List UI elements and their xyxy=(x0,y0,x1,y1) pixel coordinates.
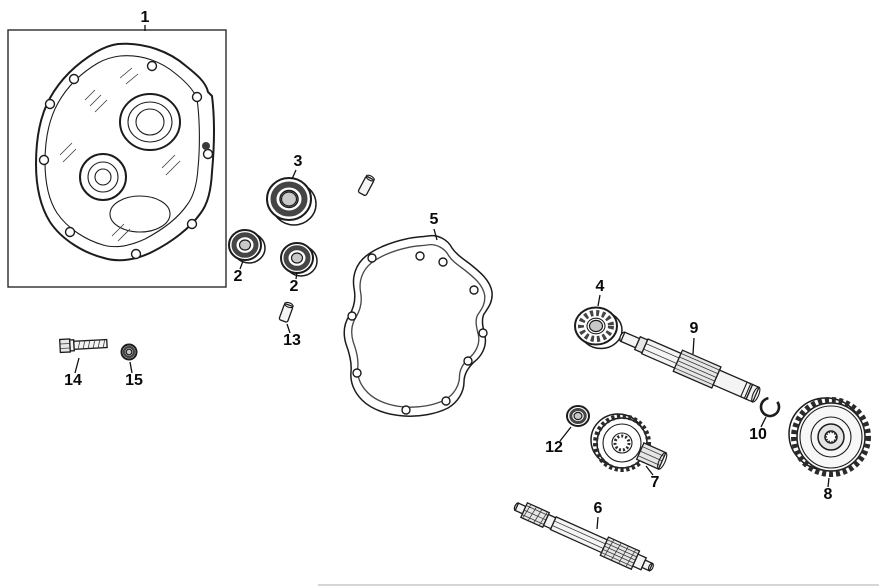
part-6-shaft xyxy=(513,501,654,572)
part-4-label: 4 xyxy=(596,278,605,295)
part-8-label: 8 xyxy=(824,486,833,503)
part-2-right-label: 2 xyxy=(290,278,299,295)
part-2-bearing-right xyxy=(280,242,318,277)
part-14-label: 14 xyxy=(64,372,82,389)
part-4-bearing xyxy=(574,306,623,350)
part-14-bolt xyxy=(58,338,108,354)
part-1-stud xyxy=(202,142,210,150)
part-3-bearing xyxy=(266,177,317,226)
part-5-leader xyxy=(433,228,438,241)
part-6-leader xyxy=(596,516,599,530)
part-7-leader xyxy=(645,465,654,476)
part-2-left-leader xyxy=(239,260,244,270)
part-5-label: 5 xyxy=(430,211,439,228)
part-10-label: 10 xyxy=(749,426,767,443)
part-1-label: 1 xyxy=(141,9,150,26)
part-9-shaft xyxy=(619,331,761,403)
part-13-label: 13 xyxy=(283,332,301,349)
part-5-gasket-holes xyxy=(347,251,488,415)
part-12-label: 12 xyxy=(545,439,563,456)
part-14-leader xyxy=(74,357,80,374)
part-1-boundary-box xyxy=(7,29,227,288)
part-10-circlip xyxy=(759,396,781,418)
part-15-label: 15 xyxy=(125,372,143,389)
part-6-label: 6 xyxy=(594,500,603,517)
part-9-label: 9 xyxy=(690,320,699,337)
part-3-label: 3 xyxy=(294,153,303,170)
dowel-pin-upper xyxy=(357,174,375,197)
part-2-bearing-left xyxy=(228,229,266,264)
part-2-left-label: 2 xyxy=(234,268,243,285)
part-4-leader xyxy=(597,294,601,307)
part-13-dowel-pin xyxy=(278,301,294,323)
part-1-bolt-holes xyxy=(38,60,214,260)
part-12-leader xyxy=(559,426,572,442)
part-1-crankcase xyxy=(34,42,215,262)
part-3-leader xyxy=(291,169,297,180)
part-9-leader xyxy=(692,337,695,355)
part-10-leader xyxy=(760,416,767,428)
part-7-gear xyxy=(590,413,668,472)
part-5-gasket xyxy=(343,234,493,417)
part-2-right-leader xyxy=(295,271,298,280)
part-13-leader xyxy=(286,323,291,334)
part-1-lower-bore xyxy=(79,153,127,201)
part-8-gear xyxy=(788,397,871,477)
part-15-washer xyxy=(120,343,138,361)
part-15-leader xyxy=(129,361,133,374)
part-7-label: 7 xyxy=(651,474,660,491)
part-12-washer xyxy=(566,405,590,427)
part-8-leader xyxy=(827,477,830,488)
